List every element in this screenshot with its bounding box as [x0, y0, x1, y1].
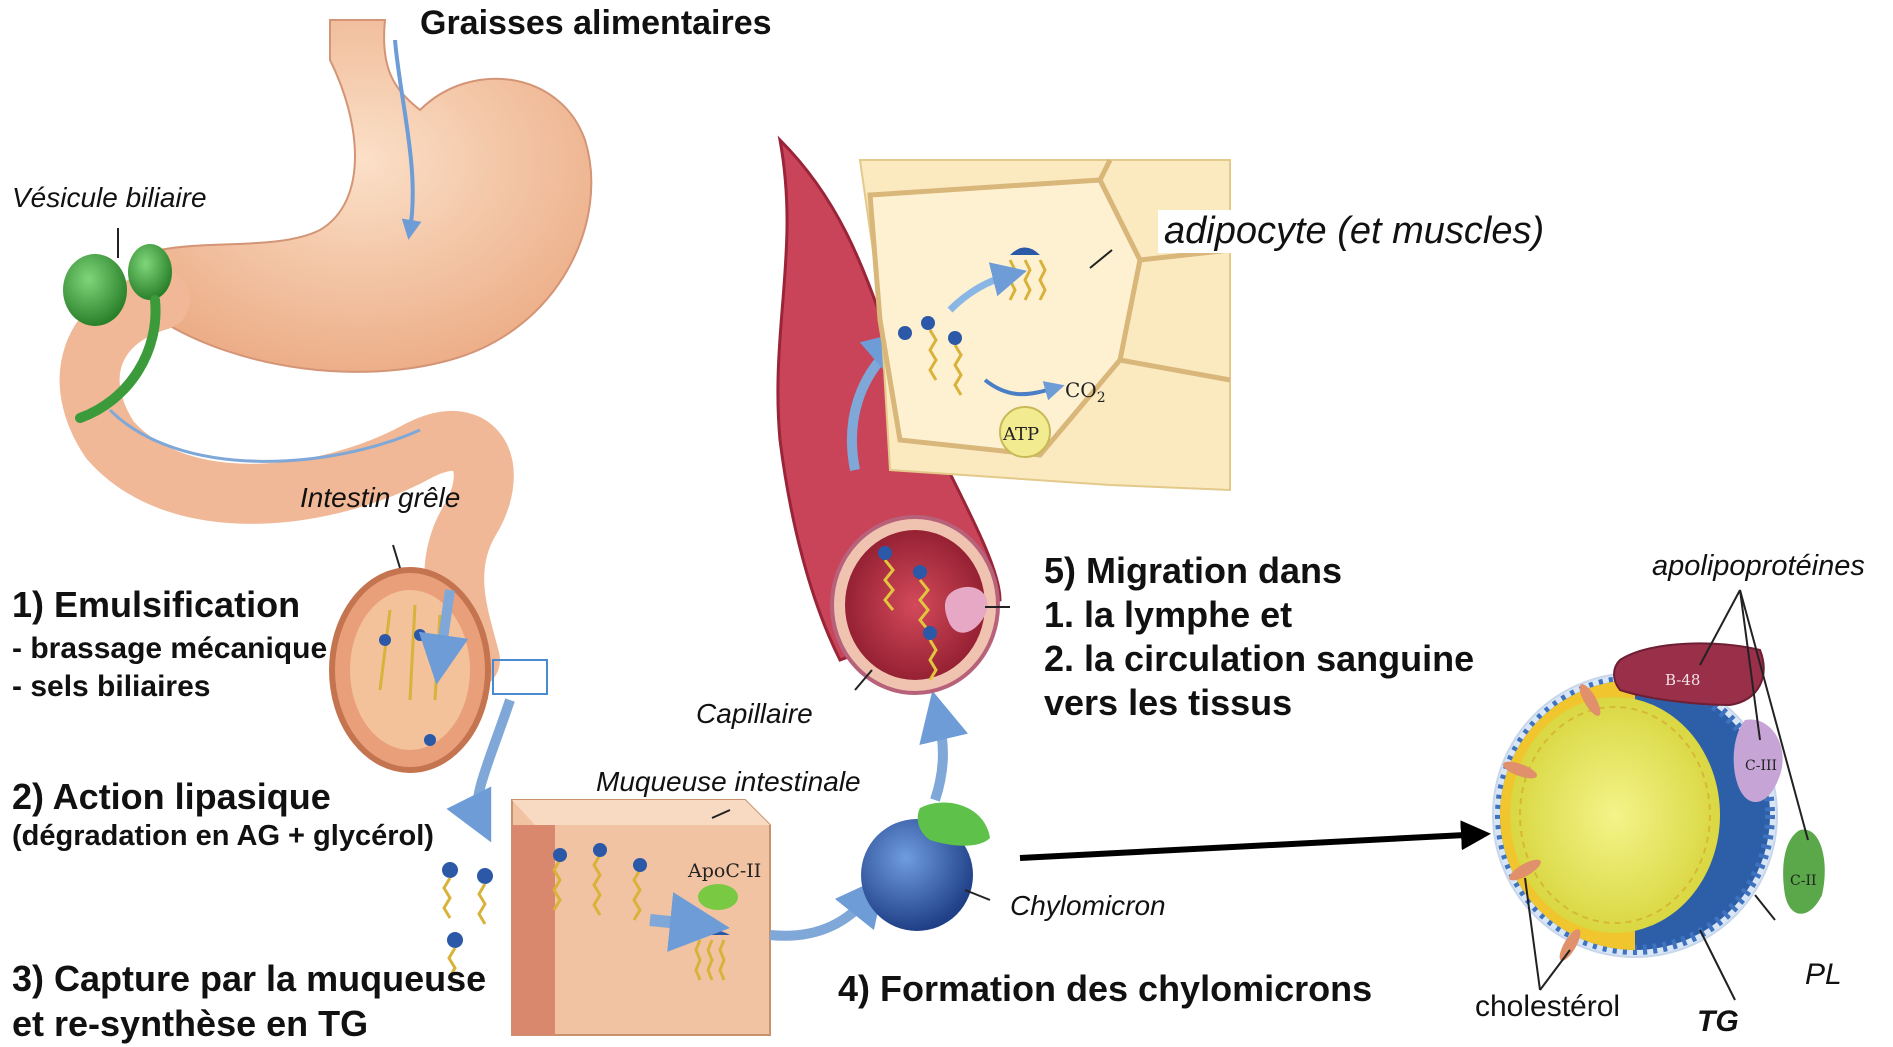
- intestinal-mucosa: ApoC-II: [512, 800, 770, 1035]
- cholesterol-label: cholestérol: [1475, 990, 1620, 1024]
- chylomicron-label: Chylomicron: [1010, 890, 1166, 922]
- apolipoproteins-label: apolipoprotéines: [1652, 550, 1865, 583]
- step3-line1: 3) Capture par la muqueuse: [12, 958, 486, 1000]
- step1-item-b: - sels biliaires: [12, 670, 210, 704]
- b48-label: B-48: [1665, 671, 1700, 689]
- atp-label: ATP: [1002, 424, 1039, 445]
- step5-line1: 5) Migration dans: [1044, 550, 1342, 592]
- step3-line2: et re-synthèse en TG: [12, 1003, 368, 1045]
- small-intestine-label: Intestin grêle: [300, 482, 460, 514]
- mucosa-label: Muqueuse intestinale: [596, 766, 861, 798]
- arrow-to-capillary: [935, 715, 943, 800]
- c3-label: C-III: [1745, 758, 1777, 774]
- apoc2-label: ApoC-II: [687, 860, 761, 882]
- adipocyte-label: adipocyte (et muscles): [1158, 210, 1550, 253]
- step2-subtitle: (dégradation en AG + glycérol): [12, 820, 434, 853]
- small-intestine: [90, 300, 547, 820]
- step4-title: 4) Formation des chylomicrons: [838, 968, 1372, 1010]
- arrow-to-chylomicron-detail: [1020, 834, 1485, 858]
- chylomicron-structure: B-48 C-III C-II: [1493, 590, 1825, 1000]
- step1-title: 1) Emulsification: [12, 584, 300, 626]
- c2-label: C-II: [1790, 873, 1817, 889]
- step5-line4: vers les tissus: [1044, 682, 1292, 724]
- arrow-to-chylomicron: [770, 895, 870, 936]
- chylomicron-small: [861, 802, 990, 931]
- capillary-label: Capillaire: [696, 698, 813, 730]
- tg-label: TG: [1697, 1005, 1739, 1039]
- gallbladder-label: Vésicule biliaire: [12, 182, 207, 214]
- step1-item-a: - brassage mécanique: [12, 632, 327, 666]
- pl-label: PL: [1805, 958, 1842, 992]
- step5-line3: 2. la circulation sanguine: [1044, 638, 1474, 680]
- step2-title: 2) Action lipasique: [12, 776, 331, 818]
- step5-line2: 1. la lymphe et: [1044, 594, 1292, 636]
- page-title: Graisses alimentaires: [420, 4, 772, 43]
